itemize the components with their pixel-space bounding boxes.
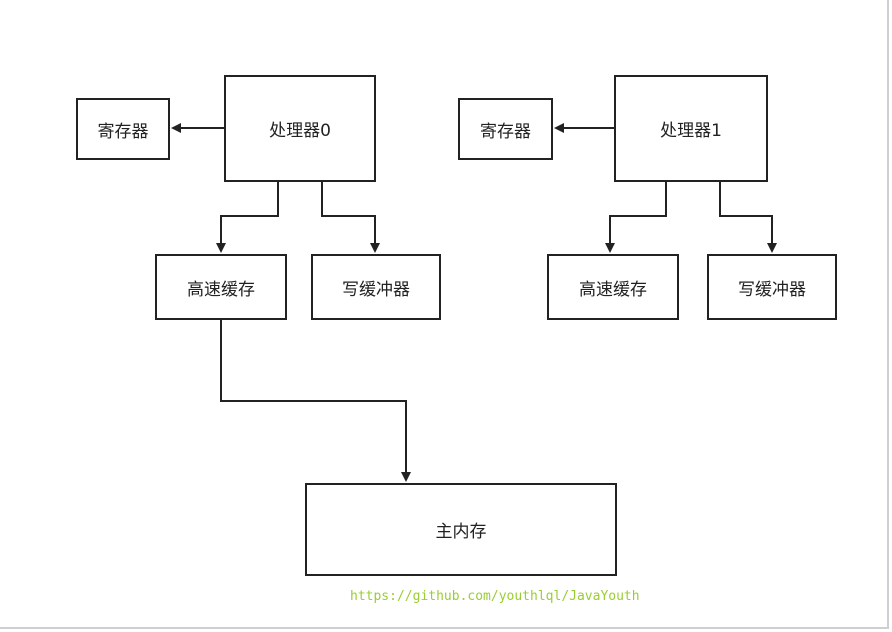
cache0-label: 高速缓存 bbox=[187, 279, 255, 300]
write-buffer0-box: 写缓冲器 bbox=[311, 254, 441, 320]
cache0-box: 高速缓存 bbox=[155, 254, 287, 320]
main-memory-box: 主内存 bbox=[305, 483, 617, 576]
register0-label: 寄存器 bbox=[97, 121, 149, 142]
cache1-label: 高速缓存 bbox=[579, 279, 647, 300]
arrow-cpu0-to-writebuffer0 bbox=[321, 182, 380, 253]
main-memory-label: 主内存 bbox=[435, 522, 487, 542]
watermark-url: https://github.com/youthlql/JavaYouth bbox=[350, 589, 640, 604]
arrow-cpu1-to-writebuffer1 bbox=[719, 182, 777, 253]
register1-box: 寄存器 bbox=[458, 98, 553, 160]
processor1-label: 处理器1 bbox=[660, 121, 722, 141]
write-buffer0-label: 写缓冲器 bbox=[342, 279, 410, 300]
register1-label: 寄存器 bbox=[480, 121, 531, 142]
cache1-box: 高速缓存 bbox=[547, 254, 679, 320]
register0-box: 寄存器 bbox=[76, 98, 170, 160]
processor0-box: 处理器0 bbox=[224, 75, 376, 182]
write-buffer1-box: 写缓冲器 bbox=[707, 254, 837, 320]
arrow-cache0-to-mainmemory bbox=[220, 320, 411, 482]
write-buffer1-label: 写缓冲器 bbox=[738, 279, 806, 300]
processor0-label: 处理器0 bbox=[269, 121, 331, 141]
arrow-cpu0-to-cache0 bbox=[216, 182, 279, 253]
arrow-cpu1-to-cache1 bbox=[605, 182, 667, 253]
processor1-box: 处理器1 bbox=[614, 75, 768, 182]
